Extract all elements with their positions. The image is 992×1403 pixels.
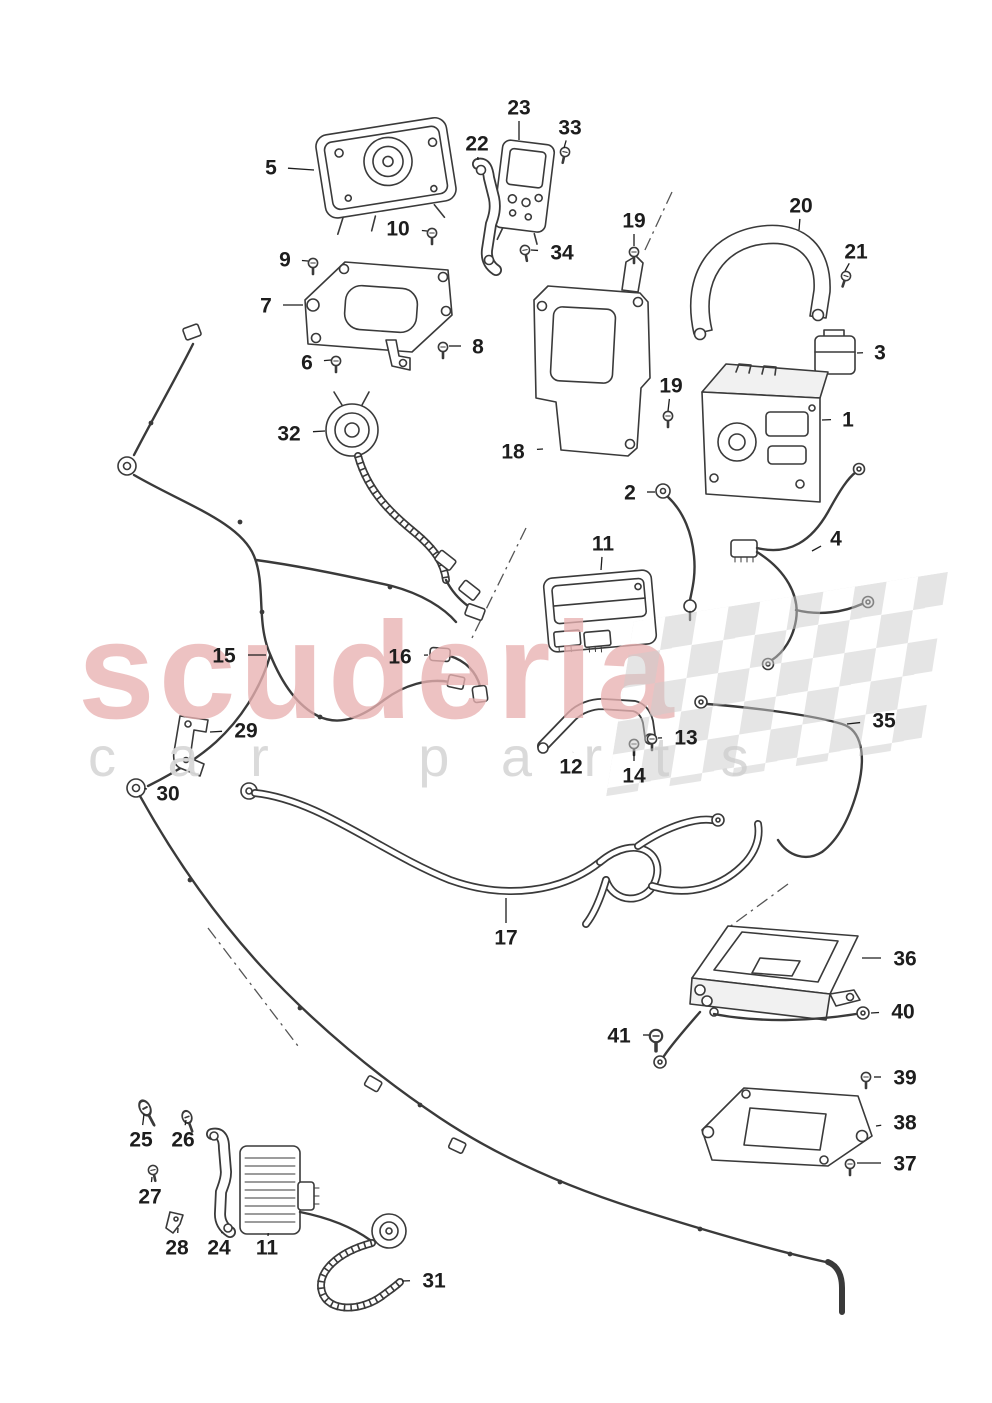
callout-label-31: 31 xyxy=(422,1270,446,1293)
part-16-connector xyxy=(428,646,489,704)
callout-leader-4 xyxy=(811,545,822,552)
callout-leader-21 xyxy=(844,262,850,272)
part-15-wiring-harness xyxy=(117,323,466,788)
part-17-wiring-harness xyxy=(240,782,759,924)
callout-label-38: 38 xyxy=(893,1112,917,1135)
callout-label-32: 32 xyxy=(277,423,300,446)
callout-leader-11a xyxy=(600,556,603,571)
callout-label-18: 18 xyxy=(501,441,525,464)
callout-label-28: 28 xyxy=(165,1237,189,1260)
construction-lines xyxy=(207,191,789,1047)
callout-label-36: 36 xyxy=(893,948,916,971)
part-31-harness xyxy=(298,1210,407,1308)
callout-label-29: 29 xyxy=(234,720,257,743)
callout-label-37: 37 xyxy=(893,1153,916,1176)
callout-leader-10 xyxy=(421,229,428,232)
callout-label-23: 23 xyxy=(507,97,530,120)
part-5-control-unit xyxy=(315,116,457,236)
callout-label-30: 30 xyxy=(156,783,179,806)
part-20-handle-bracket xyxy=(689,224,831,341)
callout-label-39: 39 xyxy=(893,1067,916,1090)
callout-leader-27 xyxy=(150,1176,153,1183)
callout-label-19b: 19 xyxy=(659,375,682,398)
part-18-bracket xyxy=(533,255,651,457)
callout-label-14: 14 xyxy=(622,765,646,788)
callout-label-12: 12 xyxy=(559,756,582,779)
callout-leader-26 xyxy=(184,1119,187,1126)
callout-label-1: 1 xyxy=(842,409,854,432)
callout-label-41: 41 xyxy=(607,1025,631,1048)
part-32-grommet-harness xyxy=(325,391,486,621)
callout-leader-38 xyxy=(875,1124,882,1127)
callout-label-16: 16 xyxy=(388,646,411,669)
callout-leader-29 xyxy=(209,730,223,733)
callout-label-21: 21 xyxy=(844,241,868,264)
callout-leader-20 xyxy=(798,218,801,231)
part-29-bracket xyxy=(172,715,209,777)
part-23-control-unit xyxy=(492,139,556,245)
callout-label-19a: 19 xyxy=(622,210,645,233)
part-28-clip xyxy=(165,1211,184,1234)
callout-label-8: 8 xyxy=(472,336,484,359)
callout-label-3: 3 xyxy=(874,342,886,365)
callout-leader-19b xyxy=(667,398,671,412)
part-1-battery-control-module xyxy=(701,363,829,503)
callout-label-35: 35 xyxy=(872,710,896,733)
callout-label-40: 40 xyxy=(891,1001,914,1024)
callout-label-4: 4 xyxy=(830,528,842,551)
callout-label-10: 10 xyxy=(386,218,409,241)
callout-leader-5 xyxy=(287,167,315,171)
callout-label-9: 9 xyxy=(279,249,291,272)
part-40-cable xyxy=(653,1006,870,1069)
part-3-cover xyxy=(814,329,856,375)
callout-leader-32 xyxy=(312,430,326,433)
part-36-power-electronics xyxy=(689,925,861,1021)
callout-label-24: 24 xyxy=(207,1237,231,1260)
callout-leader-6 xyxy=(323,359,332,362)
callout-leader-25 xyxy=(142,1113,145,1126)
callout-label-15: 15 xyxy=(212,645,236,668)
callout-leader-40 xyxy=(870,1011,880,1014)
part-22-bracket xyxy=(477,164,497,270)
callout-label-22: 22 xyxy=(465,133,488,156)
callout-leader-35 xyxy=(846,721,861,725)
callout-leader-9 xyxy=(301,259,309,262)
callout-label-2: 2 xyxy=(624,482,636,505)
floor-harness xyxy=(138,794,845,1315)
callout-label-11b: 11 xyxy=(256,1237,279,1260)
callout-label-7: 7 xyxy=(260,295,272,318)
callout-label-11a: 11 xyxy=(592,533,615,556)
callout-label-25: 25 xyxy=(129,1129,153,1152)
callout-label-20: 20 xyxy=(789,195,812,218)
part-11-control-unit-2 xyxy=(239,1145,320,1235)
part-38-mounting-plate xyxy=(701,1087,873,1167)
callout-label-13: 13 xyxy=(674,727,697,750)
callout-label-33: 33 xyxy=(558,117,581,140)
callout-label-17: 17 xyxy=(494,927,517,950)
part-24-bracket xyxy=(210,1132,232,1232)
callout-label-27: 27 xyxy=(138,1186,161,1209)
callout-label-26: 26 xyxy=(171,1129,194,1152)
callout-label-6: 6 xyxy=(301,352,313,375)
part-7-mounting-plate xyxy=(304,261,453,371)
callout-label-5: 5 xyxy=(265,157,277,180)
callout-label-34: 34 xyxy=(550,242,574,265)
callout-leader-33 xyxy=(563,140,567,149)
